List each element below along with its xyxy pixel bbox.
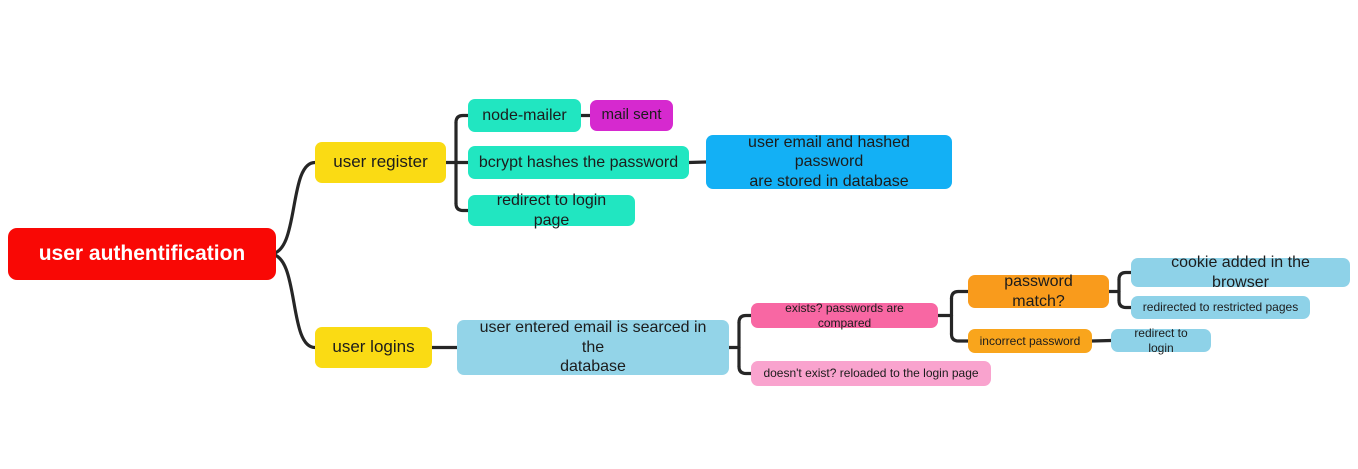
node-email-searched-in-database[interactable]: user entered email is searced in the dat… — [457, 319, 729, 375]
node-exists-passwords-compared[interactable]: exists? passwords are compared — [751, 301, 938, 330]
node-mail-sent[interactable]: mail sent — [590, 100, 673, 131]
node-password-match[interactable]: password match? — [968, 273, 1109, 310]
node-redirect-to-login[interactable]: redirect to login — [1111, 326, 1211, 355]
node-user-register[interactable]: user register — [315, 142, 446, 183]
node-node-mailer[interactable]: node-mailer — [468, 99, 581, 132]
node-bcrypt-hashes-password[interactable]: bcrypt hashes the password — [468, 146, 689, 179]
node-redirect-to-login-page[interactable]: redirect to login page — [468, 192, 635, 229]
node-redirected-to-restricted-pages[interactable]: redirected to restricted pages — [1131, 296, 1310, 319]
node-doesnt-exist-reloaded[interactable]: doesn't exist? reloaded to the login pag… — [751, 361, 991, 386]
node-user-logins[interactable]: user logins — [315, 327, 432, 368]
node-cookie-added-in-browser[interactable]: cookie added in the browser — [1131, 254, 1350, 291]
node-incorrect-password[interactable]: incorrect password — [968, 329, 1092, 353]
node-stored-in-database[interactable]: user email and hashed password are store… — [706, 134, 952, 190]
node-root-user-authentification[interactable]: user authentification — [8, 228, 276, 280]
